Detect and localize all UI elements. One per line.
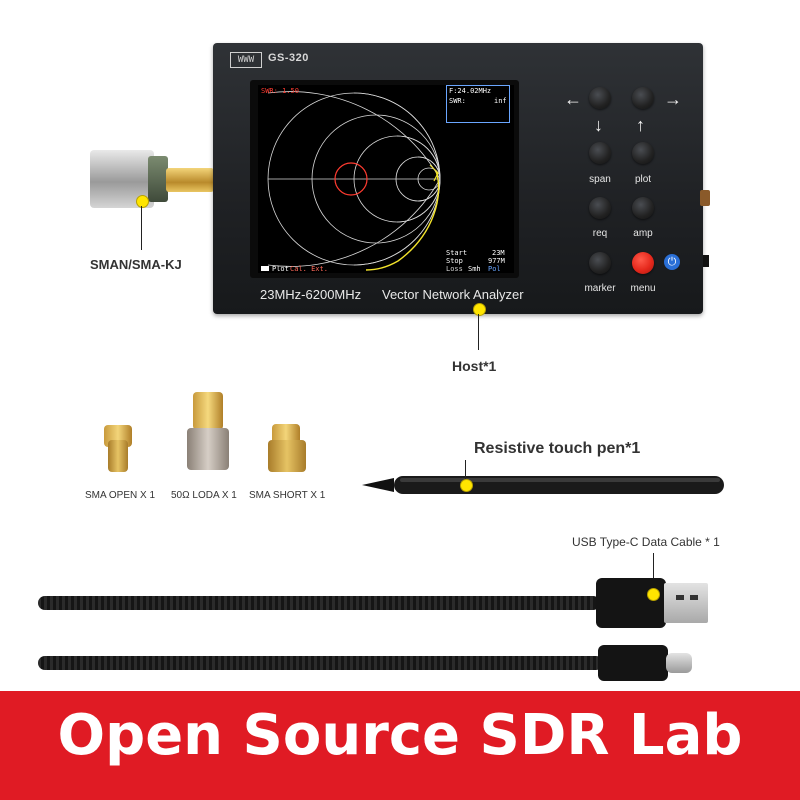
swr-readout-label: SWR: xyxy=(449,97,466,105)
connector-callout: SMAN/SMA-KJ xyxy=(90,257,182,272)
cal-label: Cal. Ext. xyxy=(290,265,328,273)
usb-c-plug-housing xyxy=(598,645,668,681)
mode-polar[interactable]: Pol xyxy=(488,265,501,273)
host-callout: Host*1 xyxy=(452,358,497,374)
start-label: Start xyxy=(446,249,468,257)
swr-circle xyxy=(334,162,368,196)
swr-threshold: SWR: 1.50 xyxy=(261,87,299,95)
mode-loss[interactable]: Loss xyxy=(446,265,463,273)
amp-button-label: amp xyxy=(633,228,653,239)
sma-open-label: SMA OPEN X 1 xyxy=(85,490,156,501)
side-slot xyxy=(703,255,709,267)
right-arrow-icon: → xyxy=(664,89,682,109)
sma-short-label: SMA SHORT X 1 xyxy=(249,490,326,501)
banner-text: Open Source SDR Lab xyxy=(57,703,743,768)
start-value: 23M xyxy=(492,249,505,257)
mode-smith[interactable]: Smh xyxy=(468,265,481,273)
amp-button[interactable] xyxy=(632,197,654,219)
load-top xyxy=(193,392,223,430)
connector-ring xyxy=(148,156,168,202)
frequency-range-label: 23MHz-6200MHz xyxy=(260,287,362,302)
sma-open-body xyxy=(108,440,128,472)
callout-dot xyxy=(460,479,473,492)
touch-pen-callout: Resistive touch pen*1 xyxy=(474,440,641,457)
callout-leader xyxy=(465,460,466,479)
usb-a-plug-housing xyxy=(596,578,666,628)
sma-adapter xyxy=(166,168,214,192)
device-name-label: Vector Network Analyzer xyxy=(382,287,524,302)
bottom-banner xyxy=(0,691,800,800)
freq-readout: F:24.02MHz xyxy=(449,87,492,95)
marker-button-label: marker xyxy=(584,283,616,294)
usb-a-hole xyxy=(676,595,684,600)
callout-leader xyxy=(478,314,479,350)
swr-readout-value: inf xyxy=(494,97,507,105)
side-port xyxy=(700,190,710,206)
callout-leader xyxy=(653,553,654,591)
callout-leader xyxy=(141,206,142,250)
callout-dot xyxy=(647,588,660,601)
marker-button[interactable] xyxy=(589,252,611,274)
stop-value: 977M xyxy=(488,257,505,265)
usb-a-connector xyxy=(664,583,708,623)
callout-dot xyxy=(473,303,486,316)
readout-box xyxy=(446,85,510,123)
plot-button-label: plot xyxy=(634,174,652,185)
plot-button[interactable] xyxy=(632,142,654,164)
usb-a-hole xyxy=(690,595,698,600)
battery-icon xyxy=(261,266,269,271)
left-arrow-icon: ← xyxy=(564,89,582,109)
span-button-label: span xyxy=(589,174,611,185)
right-button[interactable] xyxy=(632,87,654,109)
usb-cable-callout: USB Type-C Data Cable * 1 xyxy=(572,535,720,549)
menu-button[interactable] xyxy=(632,252,654,274)
up-arrow-icon: ↑ xyxy=(636,115,645,135)
sma-short-body xyxy=(268,440,306,472)
req-button[interactable] xyxy=(589,197,611,219)
model-label: GS-320 xyxy=(268,52,309,64)
down-arrow-icon: ↓ xyxy=(594,115,603,135)
load-label: 50Ω LODA X 1 xyxy=(171,490,237,501)
plot-label: Plot xyxy=(272,265,289,273)
usb-cable-upper xyxy=(38,596,600,610)
smith-chart xyxy=(267,91,441,271)
menu-button-label: menu xyxy=(630,283,656,294)
power-icon[interactable]: ⏻ xyxy=(664,254,680,270)
left-button[interactable] xyxy=(589,87,611,109)
trace-line xyxy=(365,170,440,271)
brand-logo: WWW xyxy=(230,52,262,68)
span-button[interactable] xyxy=(589,142,611,164)
device-screen[interactable]: SWR: 1.50 F:24.02MHz SWR: inf Start 23M … xyxy=(258,85,514,273)
stop-label: Stop xyxy=(446,257,463,265)
usb-c-connector xyxy=(666,653,692,673)
load-body xyxy=(187,428,229,470)
usb-cable-lower xyxy=(38,656,603,670)
touch-pen xyxy=(362,476,724,494)
callout-dot xyxy=(136,195,149,208)
req-button-label: req xyxy=(592,228,608,239)
